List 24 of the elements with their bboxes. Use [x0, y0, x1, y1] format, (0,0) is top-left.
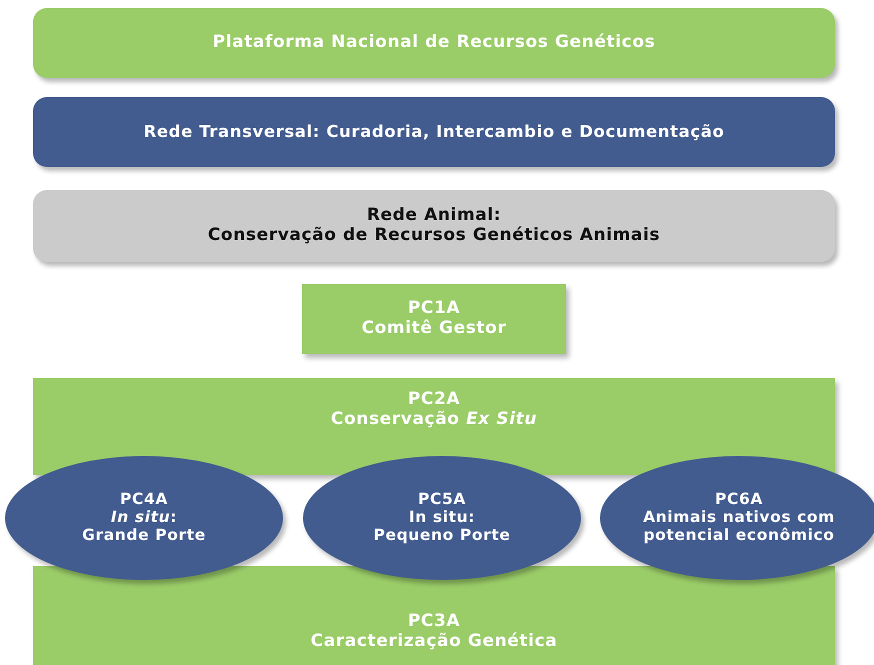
node-label: Conservação Ex Situ	[330, 410, 538, 430]
node-label: Animais nativos com potencial econômico	[642, 509, 836, 545]
project-band	[33, 566, 835, 665]
node-label: Plataforma Nacional de Recursos Genéticos	[212, 33, 656, 53]
platform-banner	[33, 8, 835, 78]
node-heading: PC1A	[408, 299, 460, 319]
node-heading: Rede Animal:	[366, 206, 502, 226]
node-heading: PC5A	[418, 491, 466, 510]
network-banner	[33, 190, 835, 262]
node-heading: PC2A	[408, 390, 460, 410]
node-label: Conservação de Recursos Genéticos Animais	[208, 226, 660, 246]
node-label: Comitê Gestor	[362, 319, 506, 339]
node-label: Caracterização Genética	[310, 632, 558, 652]
node-label: In situ:	[408, 509, 476, 527]
node-heading: PC3A	[408, 612, 460, 632]
project-band	[33, 378, 835, 475]
node-label: Pequeno Porte	[374, 526, 510, 545]
node-label: Rede Transversal: Curadoria, Intercambio e Documentação	[144, 122, 724, 142]
committee-box	[302, 284, 566, 354]
node-label: Grande Porte	[82, 526, 206, 545]
node-label: In situ:	[110, 509, 178, 527]
node-heading: PC4A	[120, 491, 168, 510]
network-banner	[33, 97, 835, 167]
node-heading: PC6A	[715, 491, 763, 510]
